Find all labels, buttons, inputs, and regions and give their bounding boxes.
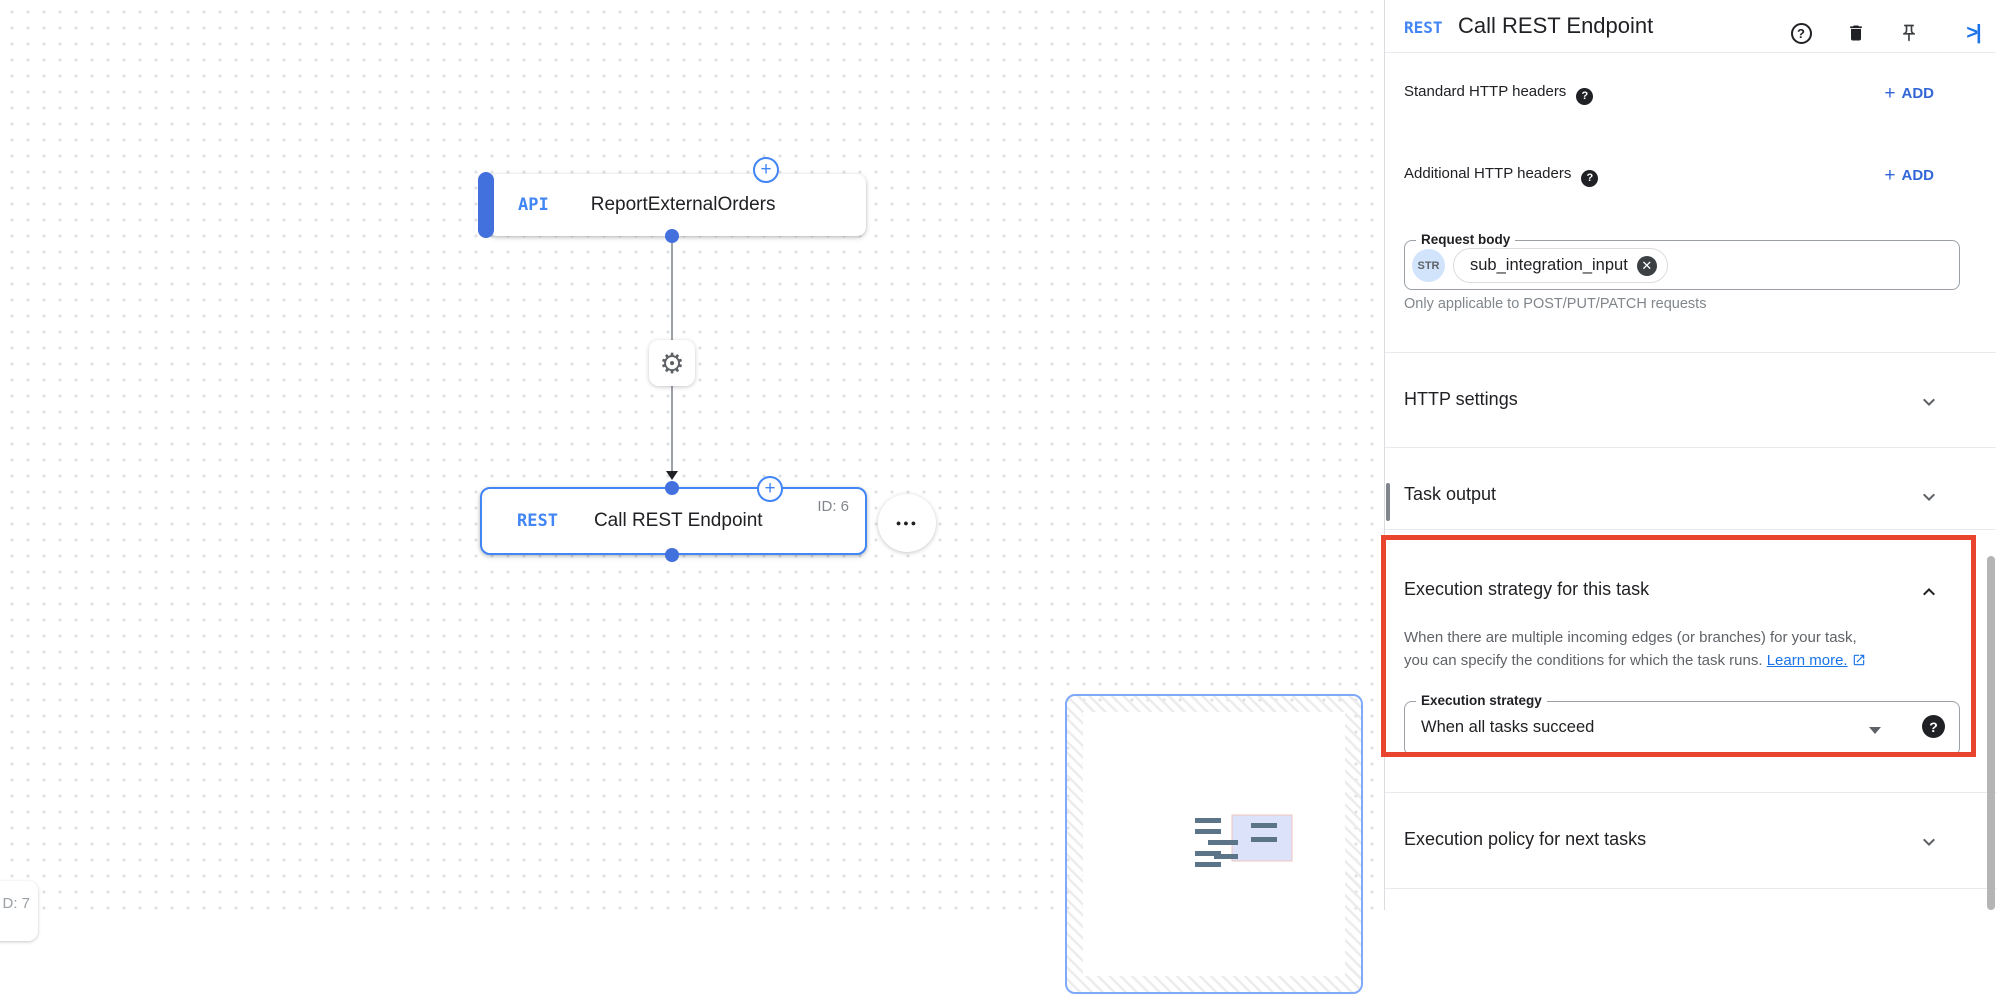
variable-chip[interactable]: sub_integration_input ✕ xyxy=(1453,248,1668,283)
connector-dot-trigger-bottom[interactable] xyxy=(665,229,679,243)
task-config-panel: REST Call REST Endpoint ? >| Standard HT… xyxy=(1384,0,1996,910)
trash-icon xyxy=(1850,25,1862,41)
help-filled-icon[interactable]: ? xyxy=(1922,715,1945,738)
edge-settings-button[interactable]: ⚙ xyxy=(649,340,695,386)
node-title: ReportExternalOrders xyxy=(590,194,776,215)
add-additional-header-button[interactable]: +ADD xyxy=(1884,165,1934,186)
collapse-panel-button[interactable]: >| xyxy=(1961,21,1985,45)
execution-strategy-description: When there are multiple incoming edges (… xyxy=(1404,626,1972,672)
mapping-illustration-icon xyxy=(1195,814,1293,867)
pin-panel-button[interactable] xyxy=(1897,21,1921,45)
request-body-field[interactable]: Request body STR sub_integration_input ✕ xyxy=(1404,232,1960,290)
panel-header: REST Call REST Endpoint ? >| xyxy=(1385,0,1996,53)
remove-variable-icon[interactable]: ✕ xyxy=(1636,255,1657,276)
execution-strategy-section-title[interactable]: Execution strategy for this task xyxy=(1404,579,1650,599)
request-body-helper: Only applicable to POST/PUT/PATCH reques… xyxy=(1404,296,1707,312)
divider xyxy=(1385,888,1996,889)
rest-badge-icon: REST xyxy=(1404,18,1443,37)
trigger-accent-bar xyxy=(478,172,494,238)
gear-icon: ⚙ xyxy=(659,347,685,379)
execution-strategy-value: When all tasks succeed xyxy=(1421,718,1595,736)
help-filled-icon[interactable]: ? xyxy=(1576,87,1594,105)
plus-icon: + xyxy=(1884,165,1896,186)
rest-task-icon: REST xyxy=(517,511,558,531)
panel-scroll-indicator[interactable] xyxy=(1386,483,1390,521)
panel-title: Call REST Endpoint xyxy=(1458,13,1654,38)
chevron-down-icon[interactable] xyxy=(1917,390,1941,414)
add-standard-header-button[interactable]: +ADD xyxy=(1884,83,1934,104)
connector-dot-task-bottom[interactable] xyxy=(665,548,679,562)
help-filled-icon[interactable]: ? xyxy=(1581,169,1599,187)
execution-strategy-dropdown[interactable]: Execution strategy When all tasks succee… xyxy=(1404,693,1960,756)
external-link-icon xyxy=(1853,654,1864,666)
node-title: Call REST Endpoint xyxy=(593,510,763,531)
execution-policy-section-title[interactable]: Execution policy for next tasks xyxy=(1404,829,1647,849)
api-trigger-icon: API xyxy=(518,195,549,215)
learn-more-link[interactable]: Learn more. xyxy=(1766,652,1848,669)
divider xyxy=(1385,529,1996,530)
string-type-chip: STR xyxy=(1412,249,1445,282)
corner-node-id-badge: D: 7 xyxy=(2,895,30,912)
node-report-external-orders[interactable]: API ReportExternalOrders xyxy=(488,174,866,236)
request-body-label: Request body xyxy=(1416,232,1516,247)
chevron-down-icon[interactable] xyxy=(1917,485,1941,509)
task-id-badge: ID: 6 xyxy=(817,498,849,515)
chevron-down-icon[interactable] xyxy=(1917,830,1941,854)
connector-dot-task-top[interactable] xyxy=(665,481,679,495)
scrollbar-thumb[interactable] xyxy=(1987,556,1995,910)
help-icon: ? xyxy=(1790,22,1812,44)
divider xyxy=(1385,792,1996,793)
node-call-rest-endpoint[interactable]: REST Call REST Endpoint ID: 6 xyxy=(480,487,867,555)
chevron-up-icon[interactable] xyxy=(1917,580,1941,604)
workflow-canvas[interactable]: API ReportExternalOrders + ⚙ REST Call R… xyxy=(0,0,1385,994)
standard-http-headers-label: Standard HTTP headers? xyxy=(1404,83,1594,105)
divider xyxy=(1385,352,1996,353)
help-button[interactable]: ? xyxy=(1789,21,1813,45)
http-settings-section-title[interactable]: HTTP settings xyxy=(1404,389,1518,409)
delete-task-button[interactable] xyxy=(1844,21,1868,45)
divider xyxy=(1385,447,1996,448)
add-task-button-trigger[interactable]: + xyxy=(753,157,779,183)
node-partial-corner[interactable]: D: 7 xyxy=(0,881,38,941)
plus-icon: + xyxy=(1884,83,1896,104)
task-more-options-button[interactable]: ●●● xyxy=(878,494,936,552)
additional-http-headers-label: Additional HTTP headers? xyxy=(1404,165,1599,187)
execution-strategy-field-label: Execution strategy xyxy=(1416,693,1547,708)
task-output-section-title[interactable]: Task output xyxy=(1404,484,1497,504)
edge-arrowhead-icon xyxy=(666,471,678,480)
collapse-icon: >| xyxy=(1966,21,1981,44)
pin-icon xyxy=(1903,24,1915,42)
dropdown-caret-icon[interactable] xyxy=(1869,727,1881,734)
add-task-button-task[interactable]: + xyxy=(757,476,783,502)
